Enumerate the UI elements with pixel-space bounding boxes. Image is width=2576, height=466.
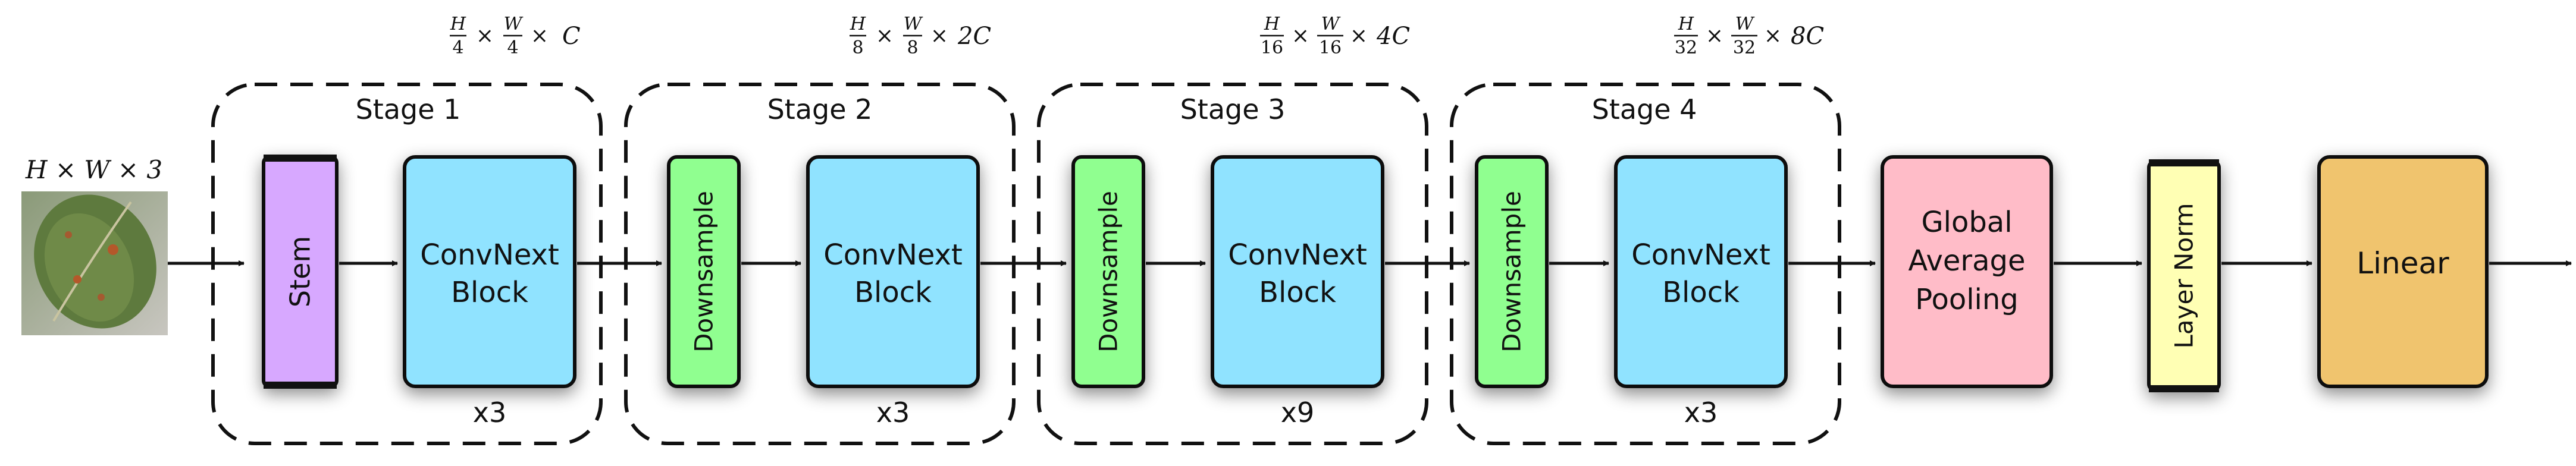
svg-text:4: 4	[507, 37, 518, 58]
svg-text:W: W	[1735, 14, 1755, 34]
svg-text:×: ×	[1706, 24, 1723, 48]
svg-text:×: ×	[531, 24, 549, 48]
stage-1-title: Stage 1	[356, 93, 461, 125]
stage-2-convnext-label-2: Block	[854, 276, 932, 309]
stage-1-convnext-label-1: ConvNext	[420, 238, 559, 272]
stage-4-convnext-block	[1614, 155, 1788, 388]
svg-text:4C: 4C	[1376, 23, 1410, 50]
input-dims-label: H × W × 3	[25, 155, 162, 184]
svg-text:H: H	[850, 14, 866, 34]
stage-4-downsample-block	[1475, 155, 1549, 388]
gap-label-1: Global	[1921, 206, 2012, 239]
svg-text:C: C	[562, 23, 581, 50]
stage-3-convnext-label-2: Block	[1259, 276, 1336, 309]
stage-3-output-shape: H 16 × W 16 × 4C	[1260, 14, 1410, 58]
stage-2-downsample-label: Downsample	[690, 191, 719, 352]
svg-text:16: 16	[1261, 37, 1283, 58]
gap-label-3: Pooling	[1915, 283, 2019, 316]
stem-label: Stem	[284, 236, 316, 307]
svg-text:H: H	[1264, 14, 1280, 34]
svg-text:H: H	[450, 14, 466, 34]
stage-3-convnext-label-1: ConvNext	[1228, 238, 1367, 272]
svg-text:W: W	[904, 14, 923, 34]
stage-4-convnext-label-2: Block	[1662, 276, 1740, 309]
stage-3-repeat: x9	[1281, 396, 1315, 429]
stage-1-repeat: x3	[473, 396, 507, 429]
stage-3-convnext-block	[1211, 155, 1384, 388]
stage-2-convnext-label-1: ConvNext	[823, 238, 963, 272]
svg-text:8: 8	[907, 37, 918, 58]
svg-text:2C: 2C	[957, 23, 991, 50]
svg-text:16: 16	[1319, 37, 1342, 58]
input-leaf-image	[21, 191, 168, 335]
stage-2-title: Stage 2	[767, 93, 873, 125]
svg-text:×: ×	[1350, 24, 1368, 48]
svg-text:×: ×	[1764, 24, 1782, 48]
svg-text:32: 32	[1733, 37, 1756, 58]
linear-label: Linear	[2356, 246, 2449, 281]
svg-text:W: W	[504, 14, 524, 34]
stage-2-downsample-block	[667, 155, 741, 388]
stage-3-title: Stage 3	[1180, 93, 1286, 125]
svg-text:4: 4	[452, 37, 463, 58]
svg-text:H: H	[1678, 14, 1694, 34]
stage-4-output-shape: H 32 × W 32 × 8C	[1674, 14, 1824, 58]
svg-text:×: ×	[476, 24, 494, 48]
stage-4-title: Stage 4	[1592, 93, 1697, 125]
svg-text:32: 32	[1675, 37, 1697, 58]
stage-1-convnext-label-2: Block	[451, 276, 528, 309]
svg-text:W: W	[1321, 14, 1341, 34]
svg-text:8: 8	[852, 37, 863, 58]
stage-4-convnext-label-1: ConvNext	[1631, 238, 1770, 272]
stage-2-repeat: x3	[876, 396, 910, 429]
stage-4-downsample-label: Downsample	[1497, 191, 1527, 352]
stage-1-convnext-block	[403, 155, 576, 388]
stage-2-output-shape: H 8 × W 8 × 2C	[850, 14, 991, 58]
stage-3-downsample-block	[1071, 155, 1145, 388]
svg-text:×: ×	[1292, 24, 1309, 48]
stage-4-repeat: x3	[1684, 396, 1718, 429]
stage-1-output-shape: H 4 × W 4 × C	[450, 14, 581, 58]
svg-text:8C: 8C	[1791, 23, 1824, 50]
gap-label-2: Average	[1908, 244, 2025, 278]
stage-3-downsample-label: Downsample	[1094, 191, 1123, 352]
svg-text:×: ×	[930, 24, 948, 48]
linear-block	[2317, 155, 2489, 388]
svg-text:×: ×	[876, 24, 894, 48]
stage-2-convnext-block	[806, 155, 980, 388]
layer-norm-label: Layer Norm	[2170, 203, 2199, 348]
global-average-pooling-block	[1881, 155, 2053, 388]
